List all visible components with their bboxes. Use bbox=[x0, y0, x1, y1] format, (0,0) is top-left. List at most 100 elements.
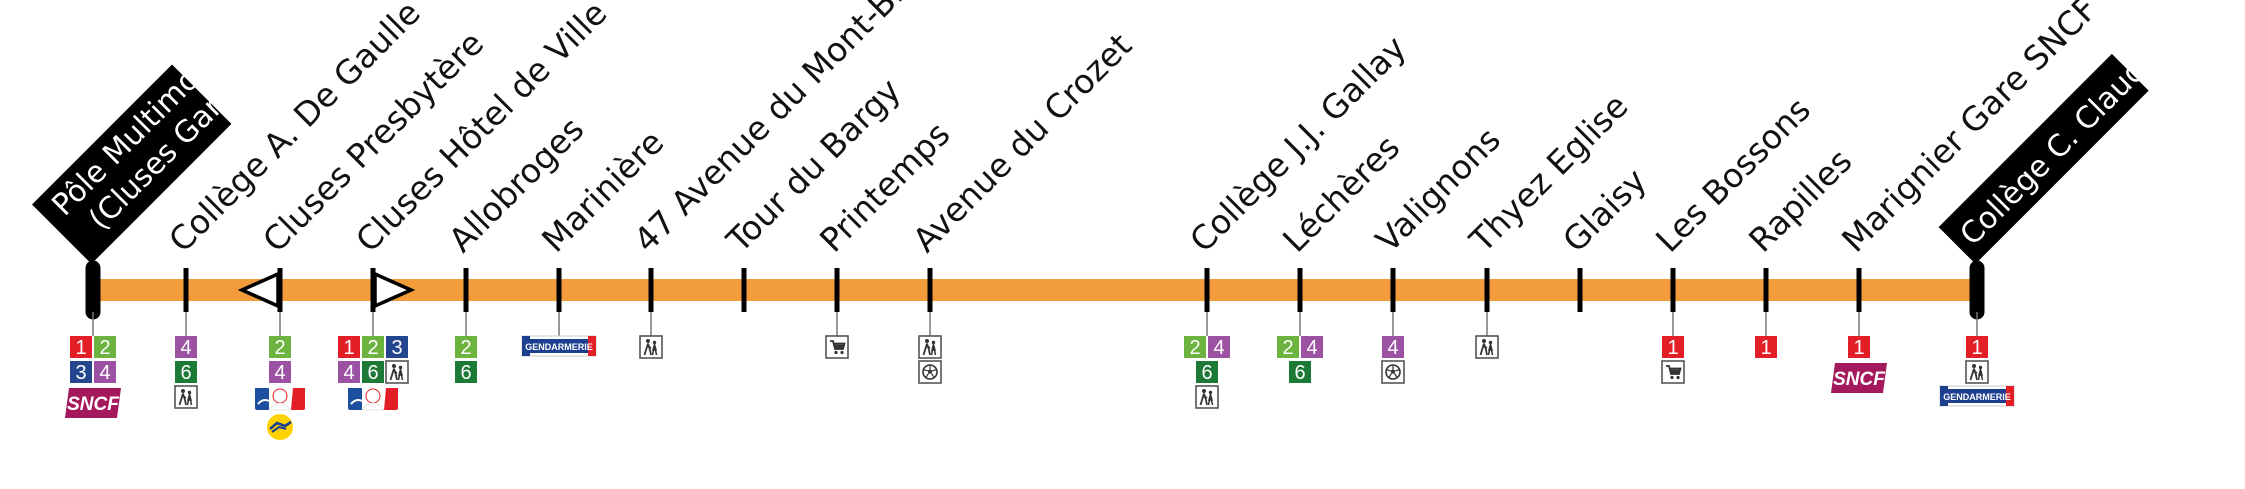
line-badge-number: 4 bbox=[274, 362, 285, 384]
stop-label-group: Thyez Eglise bbox=[1461, 86, 1635, 260]
line-badge-number: 1 bbox=[1853, 337, 1864, 359]
stop-label-group: Pôle Multimoda(Cluses Gare) bbox=[32, 35, 250, 264]
line-badge-number: 1 bbox=[1760, 337, 1771, 359]
line-badge-2: 2 bbox=[94, 336, 116, 359]
stop-label: Collège C. Claude bbox=[1953, 40, 2166, 253]
school-icon bbox=[639, 335, 663, 359]
line-badge-number: 2 bbox=[460, 337, 471, 359]
gendarmerie-logo-icon: GENDARMERIE bbox=[1939, 385, 2015, 407]
line-badge-2: 2 bbox=[455, 336, 477, 359]
la-poste-logo-icon bbox=[265, 412, 295, 442]
line-badge-2: 2 bbox=[1184, 336, 1206, 359]
line-badge-1: 1 bbox=[1662, 336, 1684, 359]
line-badge-4: 4 bbox=[175, 336, 197, 359]
terminus-label-box bbox=[1938, 53, 2149, 264]
line-badge-6: 6 bbox=[455, 361, 477, 384]
school-icon bbox=[174, 385, 198, 409]
line-badge-4: 4 bbox=[1301, 336, 1323, 359]
line-badges: 1 bbox=[1848, 336, 1870, 359]
direction-arrow-right-icon bbox=[373, 271, 416, 309]
line-badge-number: 6 bbox=[1294, 362, 1305, 384]
line-badge-number: 1 bbox=[1667, 337, 1678, 359]
line-badge-number: 6 bbox=[367, 362, 378, 384]
line-badge-1: 1 bbox=[338, 336, 360, 359]
line-badge-number: 2 bbox=[1282, 337, 1293, 359]
line-badge-6: 6 bbox=[175, 361, 197, 384]
sncf-logo-text: SNCF bbox=[1833, 369, 1886, 390]
football-icon bbox=[918, 360, 942, 384]
line-badge-1: 1 bbox=[1966, 336, 1988, 359]
line-badges: 4 bbox=[1382, 336, 1404, 359]
cart-icon bbox=[1661, 360, 1685, 384]
line-badge-4: 4 bbox=[1382, 336, 1404, 359]
line-badge-2: 2 bbox=[269, 336, 291, 359]
hospital-logo-icon bbox=[254, 385, 306, 411]
line-badge-number: 3 bbox=[75, 362, 86, 384]
school-icon bbox=[1965, 360, 1989, 384]
line-badge-2: 2 bbox=[1277, 336, 1299, 359]
line-badge-number: 1 bbox=[75, 337, 86, 359]
stop-10: Avenue du Crozet bbox=[905, 26, 1139, 384]
line-badge-number: 6 bbox=[1201, 362, 1212, 384]
line-badge-number: 6 bbox=[460, 362, 471, 384]
line-badge-number: 2 bbox=[99, 337, 110, 359]
line-badges: 1 bbox=[1966, 336, 1988, 359]
school-icon bbox=[918, 335, 942, 359]
gendarmerie-logo-text: GENDARMERIE bbox=[1943, 392, 2011, 402]
stop-label: Thyez Eglise bbox=[1461, 86, 1635, 260]
line-badge-number: 4 bbox=[343, 362, 354, 384]
line-badge-number: 1 bbox=[1971, 337, 1982, 359]
line-badge-6: 6 bbox=[1289, 361, 1311, 384]
line-badge-6: 6 bbox=[1196, 361, 1218, 384]
line-badge-number: 2 bbox=[274, 337, 285, 359]
line-badge-4: 4 bbox=[269, 361, 291, 384]
line-badge-number: 2 bbox=[367, 337, 378, 359]
line-badge-number: 4 bbox=[1213, 337, 1224, 359]
line-badge-number: 4 bbox=[1387, 337, 1398, 359]
line-badge-3: 3 bbox=[70, 361, 92, 384]
line-badge-number: 6 bbox=[180, 362, 191, 384]
cart-icon bbox=[825, 335, 849, 359]
school-icon bbox=[1195, 385, 1219, 409]
hospital-logo-icon bbox=[347, 385, 399, 411]
line-badge-4: 4 bbox=[94, 361, 116, 384]
school-icon bbox=[1475, 335, 1499, 359]
stop-label-group: 47 Avenue du Mont-Blanc bbox=[626, 0, 952, 260]
football-icon bbox=[1381, 360, 1405, 384]
line-badge-2: 2 bbox=[362, 336, 384, 359]
line-badge-number: 4 bbox=[180, 337, 191, 359]
line-badge-number: 4 bbox=[99, 362, 110, 384]
line-badge-3: 3 bbox=[386, 336, 408, 359]
line-badge-1: 1 bbox=[1755, 336, 1777, 359]
sncf-logo-icon: SNCF bbox=[65, 388, 121, 418]
line-badge-4: 4 bbox=[1208, 336, 1230, 359]
line-badges: 26 bbox=[455, 336, 477, 384]
line-badge-number: 3 bbox=[391, 337, 402, 359]
line-badge-6: 6 bbox=[362, 361, 384, 384]
direction-arrow-left-icon bbox=[237, 271, 280, 309]
stop-label: 47 Avenue du Mont-Blanc bbox=[626, 0, 952, 260]
stop-label-group: Collège C. Claude bbox=[1938, 40, 2166, 264]
sncf-logo-icon: SNCF bbox=[1831, 363, 1887, 393]
line-badge-1: 1 bbox=[70, 336, 92, 359]
line-badge-4: 4 bbox=[338, 361, 360, 384]
terminus-label-box bbox=[32, 64, 232, 264]
school-icon bbox=[385, 360, 409, 384]
line-badge-number: 4 bbox=[1306, 337, 1317, 359]
sncf-logo-text: SNCF bbox=[67, 394, 120, 415]
line-badges: 46 bbox=[175, 336, 197, 384]
line-badge-number: 1 bbox=[343, 337, 354, 359]
line-badge-1: 1 bbox=[1848, 336, 1870, 359]
gendarmerie-logo-text: GENDARMERIE bbox=[525, 342, 593, 352]
line-badges: 1 bbox=[1755, 336, 1777, 359]
